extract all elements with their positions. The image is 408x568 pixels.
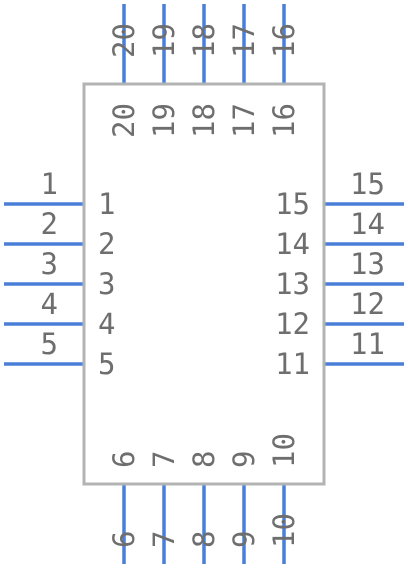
pin-number-inner-left: 2 [98, 227, 115, 261]
pin-number-outer-top: 19 [147, 23, 181, 58]
pin-number-outer-right: 14 [350, 207, 385, 241]
pin-number-outer-left: 4 [41, 287, 58, 321]
pin-number-outer-top: 17 [227, 23, 261, 58]
pin-number-inner-bottom: 6 [107, 451, 141, 468]
pin-number-outer-top: 18 [187, 23, 221, 58]
pin-number-outer-bottom: 10 [267, 513, 301, 548]
pin-number-inner-right: 11 [275, 347, 310, 381]
pin-number-outer-top: 16 [267, 23, 301, 58]
pin-number-inner-left: 4 [98, 307, 115, 341]
component-body [82, 82, 326, 486]
pin-number-inner-top: 19 [147, 103, 181, 138]
pin-number-outer-top: 20 [107, 23, 141, 58]
pin-number-outer-right: 11 [350, 327, 385, 361]
pin-number-outer-left: 1 [41, 167, 58, 201]
pin-number-inner-top: 17 [227, 103, 261, 138]
pin-number-inner-bottom: 10 [267, 433, 301, 468]
pin-number-inner-bottom: 7 [147, 451, 181, 468]
pin-number-inner-left: 3 [98, 267, 115, 301]
pin-number-inner-right: 12 [275, 307, 310, 341]
pin-number-inner-top: 20 [107, 103, 141, 138]
pin-number-inner-bottom: 8 [187, 451, 221, 468]
pin-number-outer-left: 2 [41, 207, 58, 241]
pin-number-inner-right: 14 [275, 227, 310, 261]
pins-layer [4, 4, 404, 564]
pin-number-inner-bottom: 9 [227, 451, 261, 468]
pin-number-inner-top: 18 [187, 103, 221, 138]
pin-number-inner-left: 1 [98, 187, 115, 221]
pin-number-outer-bottom: 8 [187, 531, 221, 548]
labels-layer: 2020191918181717161666778899101011223344… [41, 23, 385, 548]
pin-number-outer-right: 13 [350, 247, 385, 281]
pin-number-outer-bottom: 9 [227, 531, 261, 548]
pin-number-outer-right: 12 [350, 287, 385, 321]
pin-number-outer-bottom: 7 [147, 531, 181, 548]
pin-number-outer-bottom: 6 [107, 531, 141, 548]
pin-number-inner-top: 16 [267, 103, 301, 138]
pin-number-outer-right: 15 [350, 167, 385, 201]
pin-number-inner-right: 13 [275, 267, 310, 301]
pin-number-inner-right: 15 [275, 187, 310, 221]
pin-number-outer-left: 3 [41, 247, 58, 281]
pin-number-outer-left: 5 [41, 327, 58, 361]
pin-number-inner-left: 5 [98, 347, 115, 381]
